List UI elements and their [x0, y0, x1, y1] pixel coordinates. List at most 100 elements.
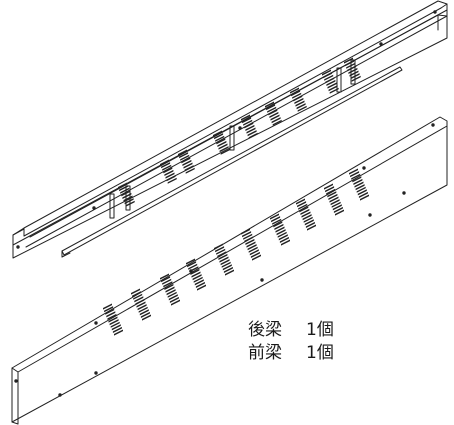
louvre-slot [162, 164, 172, 171]
louvre-slot [327, 191, 337, 198]
louvre-slot [104, 306, 114, 313]
louvre-slot [333, 206, 343, 213]
front-beam-outline [11, 116, 448, 423]
louvre-slot [132, 291, 142, 298]
louvre-slot [161, 276, 171, 283]
louvre-slot [119, 185, 129, 192]
louvre-slot [221, 261, 231, 268]
louvre-slot [349, 168, 358, 175]
louvre-slot [171, 299, 180, 306]
louvre-slot [109, 319, 119, 326]
louvre-slot [197, 284, 206, 291]
louvre-slot [332, 204, 342, 211]
louvre-slot [219, 146, 229, 153]
louvre-slot [347, 65, 357, 72]
louvre-slot [163, 281, 173, 288]
rear-louvres [118, 57, 361, 207]
louvre-slot [290, 87, 299, 94]
louvre-slot [324, 74, 334, 81]
rear-bracket-1 [109, 193, 115, 219]
louvre-slot [246, 241, 256, 248]
louvre-slot [325, 77, 335, 84]
louvre-slot [137, 304, 147, 311]
louvre-slot [294, 97, 304, 104]
louvre-slot [160, 159, 169, 166]
louvre-slot [344, 57, 353, 64]
rear-louvre-group-1 [118, 182, 135, 207]
louvre-slot [103, 303, 112, 310]
louvre-slot [278, 234, 288, 241]
louvre-slot [160, 273, 169, 280]
louvre-slot [124, 198, 134, 205]
louvre-slot [244, 122, 254, 129]
louvre-slot [348, 67, 358, 74]
louvre-slot [192, 274, 202, 281]
louvre-slot [242, 117, 252, 124]
rear-bracket-4 [336, 67, 342, 93]
louvre-slot [354, 181, 364, 188]
louvre-slot [273, 221, 283, 228]
front-louvre-group-5 [214, 243, 234, 276]
louvre-slot [356, 186, 366, 193]
part-name: 前梁 [248, 343, 282, 363]
louvre-slot [165, 172, 175, 179]
louvre-slot [220, 259, 230, 266]
rear-louvre-group-3 [178, 149, 195, 174]
louvre-slot [241, 114, 250, 121]
louvre-slot [335, 209, 344, 216]
louvre-slot [265, 101, 274, 108]
louvre-slot [292, 92, 302, 99]
louvre-slot [111, 324, 121, 331]
louvre-slot [293, 95, 303, 102]
louvre-slot [331, 201, 341, 208]
louvre-slot [220, 148, 230, 155]
louvre-slot [136, 301, 146, 308]
louvre-slot [345, 60, 355, 67]
part-qty: 1個 [306, 320, 334, 340]
front-louvre-group-9 [324, 183, 344, 216]
louvre-slot [135, 298, 145, 305]
louvre-slot [307, 224, 316, 231]
louvre-slot [214, 133, 224, 140]
louvre-slot [328, 193, 338, 200]
front-louvre-group-2 [131, 288, 151, 321]
louvre-slot [271, 117, 281, 124]
louvre-slot [300, 208, 310, 215]
louvre-slot [194, 279, 204, 286]
louvre-slot [191, 271, 201, 278]
louvre-slot [270, 114, 280, 121]
front-louvre-group-4 [186, 258, 206, 291]
part-qty: 1個 [306, 343, 334, 363]
louvre-slot [168, 294, 178, 301]
parts-list: 後梁 1個 前梁 1個 [248, 319, 334, 365]
louvre-slot [246, 127, 256, 134]
part-row-rear-beam: 後梁 1個 [248, 319, 334, 342]
louvre-slot [271, 216, 281, 223]
louvre-slot [182, 159, 192, 166]
louvre-slot [164, 283, 174, 290]
louvre-slot [327, 82, 337, 89]
louvre-slot [350, 73, 360, 80]
louvre-slot [329, 87, 339, 94]
louvre-slot [351, 173, 361, 180]
louvre-slot [183, 162, 193, 169]
louvre-slot [346, 62, 356, 69]
louvre-slot [297, 105, 307, 112]
louvre-slot [110, 321, 120, 328]
rear-bracket-3 [229, 125, 235, 151]
part-name: 後梁 [248, 320, 282, 340]
louvre-slot [214, 243, 223, 250]
louvre-slot [138, 306, 148, 313]
part-row-front-beam: 前梁 1個 [248, 342, 334, 365]
louvre-slot [304, 219, 314, 226]
louvre-slot [121, 190, 131, 197]
louvre-slot [125, 200, 135, 207]
louvre-slot [360, 194, 369, 201]
louvre-slot [112, 326, 122, 333]
louvre-slot [118, 182, 127, 189]
louvre-slot [188, 263, 198, 270]
louvre-slot [165, 286, 175, 293]
louvre-slot [189, 266, 199, 273]
louvre-slot [225, 269, 234, 276]
louvre-slot [349, 70, 359, 77]
